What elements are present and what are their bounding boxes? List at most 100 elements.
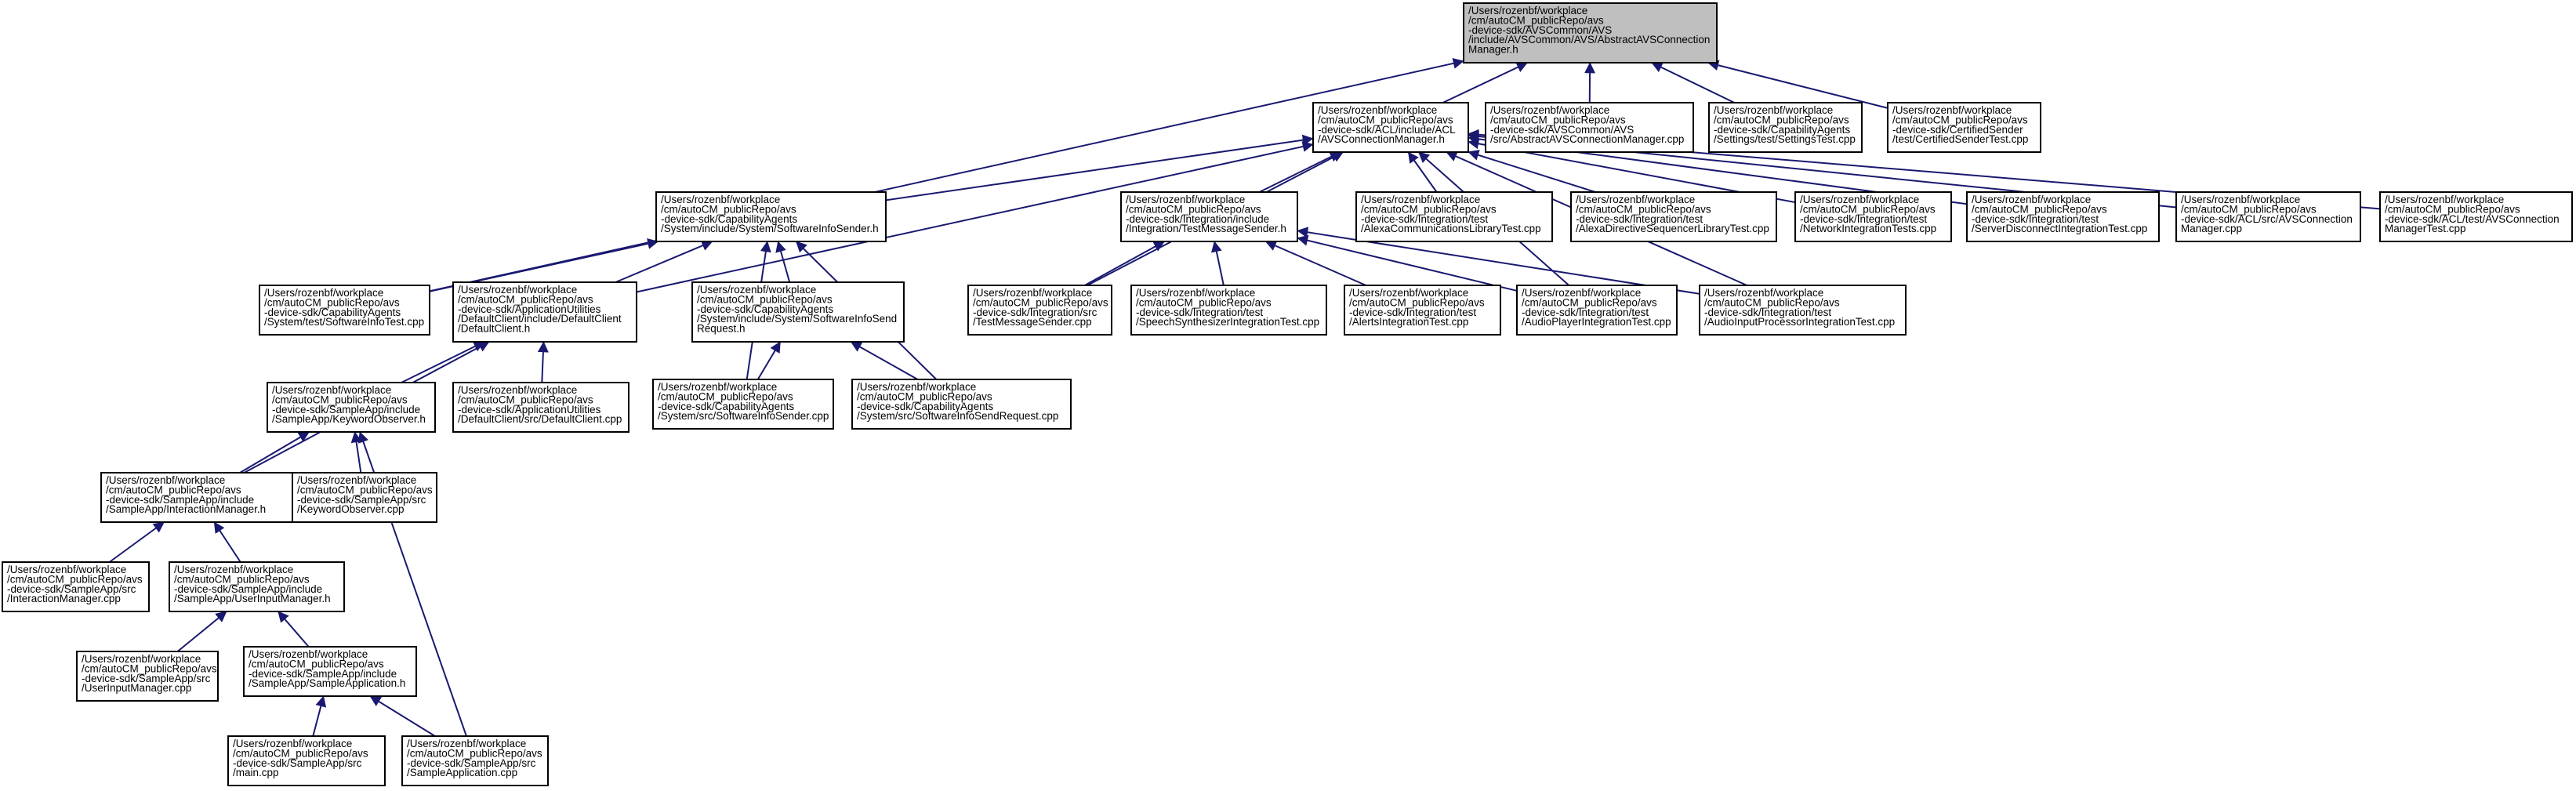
file-node[interactable]: /Users/rozenbf/workplace/cm/autoCM_publi… [1130, 285, 1327, 336]
root-file-node[interactable]: /Users/rozenbf/workplace/cm/autoCM_publi… [1463, 2, 1718, 63]
dependency-arrow [1297, 234, 1518, 292]
node-label-line: -device-sdk/AVSCommon/AVS [1490, 124, 1634, 136]
file-node[interactable]: /Users/rozenbf/workplace/cm/autoCM_publi… [655, 191, 887, 242]
node-label-line: /Users/rozenbf/workplace [233, 738, 352, 749]
node-label-line: /System/include/System/SoftwareInfoSende… [661, 223, 879, 234]
file-node[interactable]: /Users/rozenbf/workplace/cm/autoCM_publi… [100, 472, 296, 523]
node-label-line: /TestMessageSender.cpp [973, 316, 1092, 328]
file-node[interactable]: /Users/rozenbf/workplace/cm/autoCM_publi… [292, 472, 437, 523]
file-node[interactable]: /Users/rozenbf/workplace/cm/autoCM_publi… [1485, 102, 1694, 153]
dependency-arrow [756, 341, 782, 380]
node-label-line: /SampleApp/KeywordObserver.h [272, 413, 426, 425]
dependency-arrow [1707, 60, 1888, 109]
dependency-arrow [239, 431, 310, 474]
node-box [1344, 285, 1501, 336]
dependency-arrow [1084, 241, 1165, 286]
node-label-line: /Users/rozenbf/workplace [1972, 194, 2091, 205]
node-label-line: /KeywordObserver.cpp [297, 503, 405, 515]
file-node[interactable]: /Users/rozenbf/workplace/cm/autoCM_publi… [851, 379, 1072, 430]
node-label-line: /Users/rozenbf/workplace [661, 194, 780, 205]
dependency-arrow [1407, 151, 1438, 193]
file-node[interactable]: /Users/rozenbf/workplace/cm/autoCM_publi… [259, 285, 430, 336]
node-box [1463, 2, 1718, 63]
node-label-line: /cm/autoCM_publicRepo/avs [857, 390, 992, 402]
node-label-line: /cm/autoCM_publicRepo/avs [233, 747, 368, 759]
node-label-line: /Users/rozenbf/workplace [264, 287, 383, 299]
node-box [1355, 191, 1553, 242]
file-node[interactable]: /Users/rozenbf/workplace/cm/autoCM_publi… [227, 735, 386, 786]
file-node[interactable]: /Users/rozenbf/workplace/cm/autoCM_publi… [1794, 191, 1952, 242]
file-node[interactable]: /Users/rozenbf/workplace/cm/autoCM_publi… [652, 379, 834, 430]
dependency-arrow [1651, 62, 1735, 103]
node-label-line: /cm/autoCM_publicRepo/avs [1318, 114, 1453, 125]
file-node[interactable]: /Users/rozenbf/workplace/cm/autoCM_publi… [1516, 285, 1678, 336]
file-node[interactable]: /Users/rozenbf/workplace/cm/autoCM_publi… [1887, 102, 2041, 153]
node-box [1570, 191, 1777, 242]
node-label-line: -device-sdk/CapabilityAgents [264, 307, 401, 318]
file-node[interactable]: /Users/rozenbf/workplace/cm/autoCM_publi… [691, 281, 905, 343]
node-label-line: /DefaultClient.h [458, 323, 530, 335]
file-node[interactable]: /Users/rozenbf/workplace/cm/autoCM_publi… [76, 651, 219, 702]
node-label-line: /InteractionManager.cpp [7, 593, 121, 604]
node-label-line: -device-sdk/ApplicationUtilities [458, 303, 601, 315]
node-box [1312, 102, 1469, 153]
node-label-line: /cm/autoCM_publicRepo/avs [297, 484, 433, 495]
file-node[interactable]: /Users/rozenbf/workplace/cm/autoCM_publi… [2379, 191, 2573, 242]
dependency-arrow [775, 241, 791, 283]
dependency-arrow [1264, 240, 1366, 286]
file-node[interactable]: /Users/rozenbf/workplace/cm/autoCM_publi… [243, 646, 417, 697]
file-node[interactable]: /Users/rozenbf/workplace/cm/autoCM_publi… [401, 735, 549, 786]
file-node[interactable]: /Users/rozenbf/workplace/cm/autoCM_publi… [1699, 285, 1907, 336]
node-label-line: /Users/rozenbf/workplace [1704, 287, 1823, 299]
file-node[interactable]: /Users/rozenbf/workplace/cm/autoCM_publi… [169, 561, 345, 612]
node-label-line: /cm/autoCM_publicRepo/avs [249, 658, 384, 669]
node-label-line: /cm/autoCM_publicRepo/avs [697, 293, 833, 305]
node-label-line: /System/src/SoftwareInfoSendRequest.cpp [857, 410, 1058, 422]
file-node[interactable]: /Users/rozenbf/workplace/cm/autoCM_publi… [1966, 191, 2160, 242]
node-label-line: -device-sdk/SampleApp/include [174, 583, 322, 595]
file-node[interactable]: /Users/rozenbf/workplace/cm/autoCM_publi… [1120, 191, 1298, 242]
node-label-line: /AlexaCommunicationsLibraryTest.cpp [1361, 223, 1541, 234]
node-label-line: -device-sdk/SampleApp/src [407, 757, 536, 769]
node-box [259, 285, 430, 336]
node-label-line: /SpeechSynthesizerIntegrationTest.cpp [1136, 316, 1319, 328]
node-label-line: /cm/autoCM_publicRepo/avs [1892, 114, 2028, 125]
file-node[interactable]: /Users/rozenbf/workplace/cm/autoCM_publi… [452, 382, 629, 433]
node-label-line: /cm/autoCM_publicRepo/avs [7, 573, 143, 585]
node-label-line: /cm/autoCM_publicRepo/avs [1490, 114, 1626, 125]
node-label-line: Request.h [697, 323, 746, 335]
node-label-line: /cm/autoCM_publicRepo/avs [1126, 203, 1261, 215]
file-node[interactable]: /Users/rozenbf/workplace/cm/autoCM_publi… [967, 285, 1112, 336]
node-box [1485, 102, 1694, 153]
node-label-line: /AlertsIntegrationTest.cpp [1349, 316, 1468, 328]
node-box [452, 281, 637, 343]
file-node[interactable]: /Users/rozenbf/workplace/cm/autoCM_publi… [1570, 191, 1777, 242]
dependency-arrow [537, 341, 549, 383]
file-node[interactable]: /Users/rozenbf/workplace/cm/autoCM_publi… [452, 281, 637, 343]
dependency-arrow [1468, 150, 1596, 193]
node-label-line: /Users/rozenbf/workplace [106, 474, 225, 486]
node-label-line: /cm/autoCM_publicRepo/avs [1349, 296, 1485, 308]
node-box [267, 382, 436, 433]
node-box [401, 735, 549, 786]
node-label-line: /cm/autoCM_publicRepo/avs [661, 203, 796, 215]
file-node[interactable]: /Users/rozenbf/workplace/cm/autoCM_publi… [1708, 102, 1863, 153]
file-node[interactable]: /Users/rozenbf/workplace/cm/autoCM_publi… [1355, 191, 1553, 242]
file-node[interactable]: /Users/rozenbf/workplace/cm/autoCM_publi… [2, 561, 150, 612]
dependency-arrow [850, 341, 919, 380]
node-label-line: /cm/autoCM_publicRepo/avs [1576, 203, 1711, 215]
file-node[interactable]: /Users/rozenbf/workplace/cm/autoCM_publi… [267, 382, 436, 433]
node-box [655, 191, 887, 242]
file-node[interactable]: /Users/rozenbf/workplace/cm/autoCM_publi… [2175, 191, 2361, 242]
node-label-line: /Users/rozenbf/workplace [973, 287, 1092, 299]
node-label-line: /Integration/TestMessageSender.h [1126, 223, 1286, 234]
node-box [851, 379, 1072, 430]
node-box [1699, 285, 1907, 336]
node-box [1130, 285, 1327, 336]
file-node[interactable]: /Users/rozenbf/workplace/cm/autoCM_publi… [1312, 102, 1469, 153]
file-node[interactable]: /Users/rozenbf/workplace/cm/autoCM_publi… [1344, 285, 1501, 336]
node-label-line: -device-sdk/CapabilityAgents [658, 401, 794, 412]
node-label-line: ManagerTest.cpp [2385, 223, 2466, 234]
node-box [169, 561, 345, 612]
node-label-line: -device-sdk/CapabilityAgents [697, 303, 833, 315]
